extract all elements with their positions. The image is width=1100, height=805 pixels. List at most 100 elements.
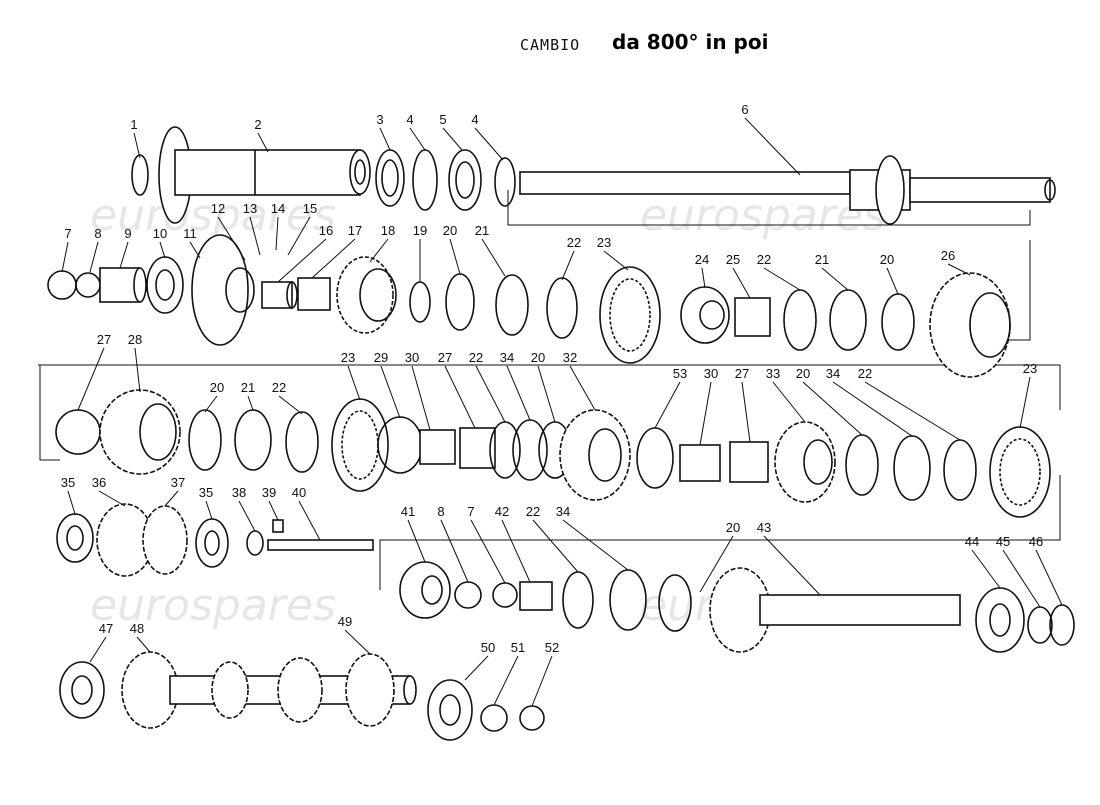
leader-line: [971, 549, 1001, 589]
leader-line: [449, 238, 461, 275]
callout-number: 22: [567, 235, 581, 250]
diagram-title-suffix: da 800° in poi: [612, 30, 769, 54]
leader-line: [287, 216, 311, 256]
ring-part: [412, 149, 438, 211]
leader-line: [832, 381, 913, 437]
spring-ring-part: [285, 411, 319, 473]
callout-37: 37: [164, 475, 185, 507]
leader-line: [204, 395, 218, 413]
nut-part: [492, 582, 518, 608]
sleeve-part: [599, 266, 661, 364]
leader-line: [133, 132, 141, 159]
leader-line: [802, 381, 863, 436]
nut-part: [47, 270, 77, 300]
callout-number: 4: [471, 112, 478, 127]
needle-bearing-part: [459, 427, 496, 469]
callout-18: 18: [369, 223, 395, 263]
callout-6: 6: [741, 102, 801, 176]
callout-44: 44: [965, 534, 1001, 589]
hub-part: [680, 286, 730, 344]
callout-number: 27: [735, 366, 749, 381]
sleeve-part: [331, 398, 389, 492]
plate-part: [636, 427, 674, 489]
bushing-part: [99, 267, 147, 303]
diagram-title-prefix: CAMBIO: [520, 36, 581, 54]
leader-line: [249, 216, 261, 256]
leader-line: [537, 365, 556, 423]
leader-line: [311, 238, 356, 279]
callout-11: 11: [183, 226, 201, 259]
bearing-part: [59, 661, 105, 719]
callout-23: 23: [341, 350, 361, 401]
callout-20: 20: [531, 350, 556, 423]
flange-part: [191, 234, 255, 346]
leader-line: [699, 381, 712, 446]
callout-20: 20: [443, 223, 461, 275]
guide-line: [1000, 240, 1031, 341]
synchro-ring-part: [829, 289, 867, 351]
callout-number: 39: [262, 485, 276, 500]
callout-number: 28: [128, 332, 142, 347]
synchro-ring-part: [893, 435, 931, 501]
leader-line: [98, 490, 126, 507]
callout-16: 16: [277, 223, 333, 283]
callout-36: 36: [92, 475, 126, 507]
synchro-ring-part: [512, 419, 548, 481]
callout-number: 12: [211, 201, 225, 216]
leader-line: [347, 365, 361, 401]
leader-line: [67, 490, 76, 515]
callout-number: 19: [413, 223, 427, 238]
callout-number: 22: [526, 504, 540, 519]
needle-bearing-part: [297, 277, 331, 311]
leader-line: [654, 381, 681, 429]
leader-line: [89, 636, 107, 663]
sleeve-part: [989, 426, 1051, 518]
bearing-part: [146, 256, 184, 314]
callout-number: 40: [292, 485, 306, 500]
bearing-part: [427, 679, 473, 741]
synchro-ring-part: [845, 434, 879, 496]
callout-10: 10: [153, 226, 167, 259]
callout-number: 20: [443, 223, 457, 238]
callout-48: 48: [130, 621, 151, 653]
callout-number: 10: [153, 226, 167, 241]
callout-21: 21: [815, 252, 849, 291]
callout-34: 34: [556, 504, 629, 571]
leader-line: [1002, 549, 1041, 608]
gear-part: [774, 421, 836, 503]
leader-line: [268, 500, 279, 521]
callout-number: 6: [741, 102, 748, 117]
main-shaft-part: [519, 155, 1056, 225]
callout-52: 52: [531, 640, 559, 707]
callout-number: 16: [319, 223, 333, 238]
callout-number: 20: [796, 366, 810, 381]
leader-line: [247, 395, 254, 411]
leader-line: [864, 381, 961, 441]
input-shaft-part: [158, 126, 371, 224]
callout-20: 20: [796, 366, 863, 436]
leader-line: [136, 636, 151, 653]
sleeve-part: [419, 429, 456, 465]
callout-number: 11: [183, 226, 197, 241]
callout-33: 33: [766, 366, 806, 423]
spring-ring-part: [943, 439, 977, 501]
guide-line: [379, 475, 1061, 590]
callout-46: 46: [1029, 534, 1063, 606]
callout-21: 21: [475, 223, 506, 277]
callout-number: 44: [965, 534, 979, 549]
callout-30: 30: [405, 350, 431, 431]
callout-number: 15: [303, 201, 317, 216]
callout-22: 22: [757, 252, 801, 291]
callout-number: 20: [531, 350, 545, 365]
leader-line: [699, 535, 734, 593]
bearing-part: [448, 149, 482, 211]
callout-22: 22: [561, 235, 581, 281]
callout-20: 20: [204, 380, 224, 413]
callout-number: 21: [475, 223, 489, 238]
bearing-part: [56, 513, 94, 563]
leader-line: [763, 267, 801, 291]
leader-line: [569, 365, 596, 411]
callout-35: 35: [199, 485, 213, 520]
callout-7: 7: [61, 226, 72, 273]
